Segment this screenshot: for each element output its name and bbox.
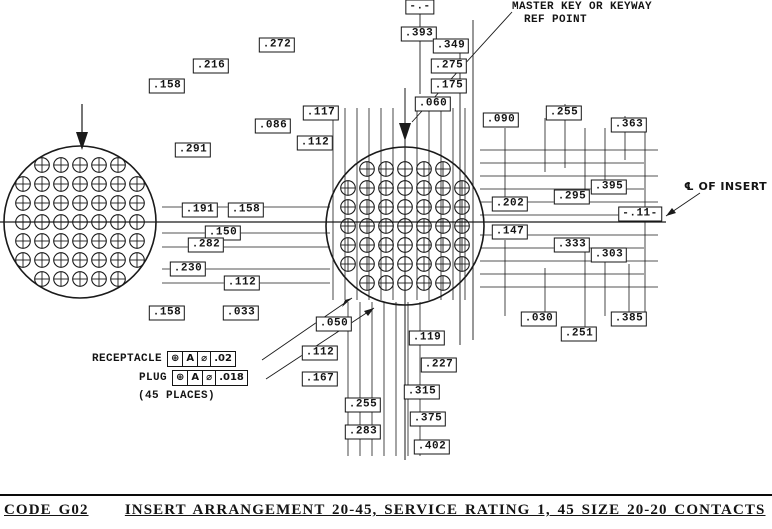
dimension-callout: .402 [413, 439, 451, 455]
dimension-callout: .112 [301, 345, 339, 361]
fcf-cell: A [188, 371, 204, 385]
dimension-callout: .283 [344, 424, 382, 440]
dimension-callout: .395 [590, 179, 628, 195]
dimension-callout: .175 [430, 78, 468, 94]
dimension-callout: .385 [610, 311, 648, 327]
dimension-callout: .291 [174, 142, 212, 158]
dimension-callout: .251 [560, 326, 598, 342]
receptacle-feature-control-frame: ⊕A⌀.02 [167, 351, 236, 367]
dimension-callout: -.- [405, 0, 435, 15]
dimension-callout: .112 [223, 275, 261, 291]
master-key-note-line2: REF POINT [524, 14, 588, 26]
dimension-callout: .202 [491, 196, 529, 212]
dimension-callout: .393 [400, 26, 438, 42]
dimension-callout: .191 [181, 202, 219, 218]
plug-feature-control-frame: ⊕A⌀.018 [172, 370, 248, 386]
plug-label: PLUG [139, 371, 168, 384]
code-label: CODE G02 [4, 502, 89, 518]
dimension-callout: .282 [187, 237, 225, 253]
dimension-callout: .030 [520, 311, 558, 327]
master-key-note: MASTER KEY OR KEYWAY REF POINT [512, 1, 652, 27]
dimension-callout: .117 [302, 105, 340, 121]
dimension-callout: .158 [227, 202, 265, 218]
dimension-callout: .086 [254, 118, 292, 134]
receptacle-callout: RECEPTACLE ⊕A⌀.02 [92, 351, 236, 367]
master-key-arrow [399, 123, 411, 141]
plug-leader [265, 307, 375, 380]
dimension-callout: .060 [414, 96, 452, 112]
leader-arrowhead [666, 208, 676, 216]
places-note: (45 PLACES) [138, 390, 216, 402]
dimension-callout: .272 [258, 37, 296, 53]
dimension-callout: .255 [344, 397, 382, 413]
plug-callout: PLUG ⊕A⌀.018 [139, 370, 248, 386]
fcf-cell: ⌀ [198, 352, 212, 366]
leader-arrowhead [342, 298, 352, 307]
dimension-callout: .167 [301, 371, 339, 387]
dimension-callout: .150 [204, 225, 242, 241]
fcf-cell: ⊕ [173, 371, 189, 385]
master-key-note-line1: MASTER KEY OR KEYWAY [512, 1, 653, 13]
dimension-callout: .303 [590, 247, 628, 263]
dimension-callout: .050 [315, 316, 353, 332]
centerline-of-insert-label: ℄ OF INSERT [684, 180, 767, 193]
dimension-callout: .333 [553, 237, 591, 253]
dimension-callout: .119 [408, 330, 446, 346]
drawing-title: INSERT ARRANGEMENT 20-45, SERVICE RATING… [124, 502, 766, 518]
dimension-callout: .363 [610, 117, 648, 133]
dimension-callout: .349 [432, 38, 470, 54]
dimension-callout: .158 [148, 78, 186, 94]
dimension-callout: .230 [169, 261, 207, 277]
dimension-callout: .315 [403, 384, 441, 400]
fcf-cell: A [183, 352, 199, 366]
dimension-callout: .295 [553, 189, 591, 205]
dimension-callout: .216 [192, 58, 230, 74]
dimension-callout: .255 [545, 105, 583, 121]
dimension-callout: .112 [296, 135, 334, 151]
dimension-callout: .147 [491, 224, 529, 240]
dimension-callout: .033 [222, 305, 260, 321]
leader-arrowhead [364, 308, 374, 316]
reference-arrow [76, 132, 88, 150]
fcf-cell: ⊕ [168, 352, 184, 366]
dimension-callout: .375 [409, 411, 447, 427]
fcf-cell: .02 [214, 353, 232, 364]
dimension-callout: .158 [148, 305, 186, 321]
title-block: CODE G02 INSERT ARRANGEMENT 20-45, SERVI… [0, 494, 772, 529]
fcf-cell: .018 [219, 372, 244, 383]
dimension-callout: -.11- [618, 206, 662, 222]
dimension-callout: .090 [482, 112, 520, 128]
fcf-cell: ⌀ [203, 371, 217, 385]
receptacle-label: RECEPTACLE [92, 352, 163, 365]
dimension-callout: .227 [420, 357, 458, 373]
receptacle-leader [261, 297, 353, 361]
dimension-callout: .275 [430, 58, 468, 74]
